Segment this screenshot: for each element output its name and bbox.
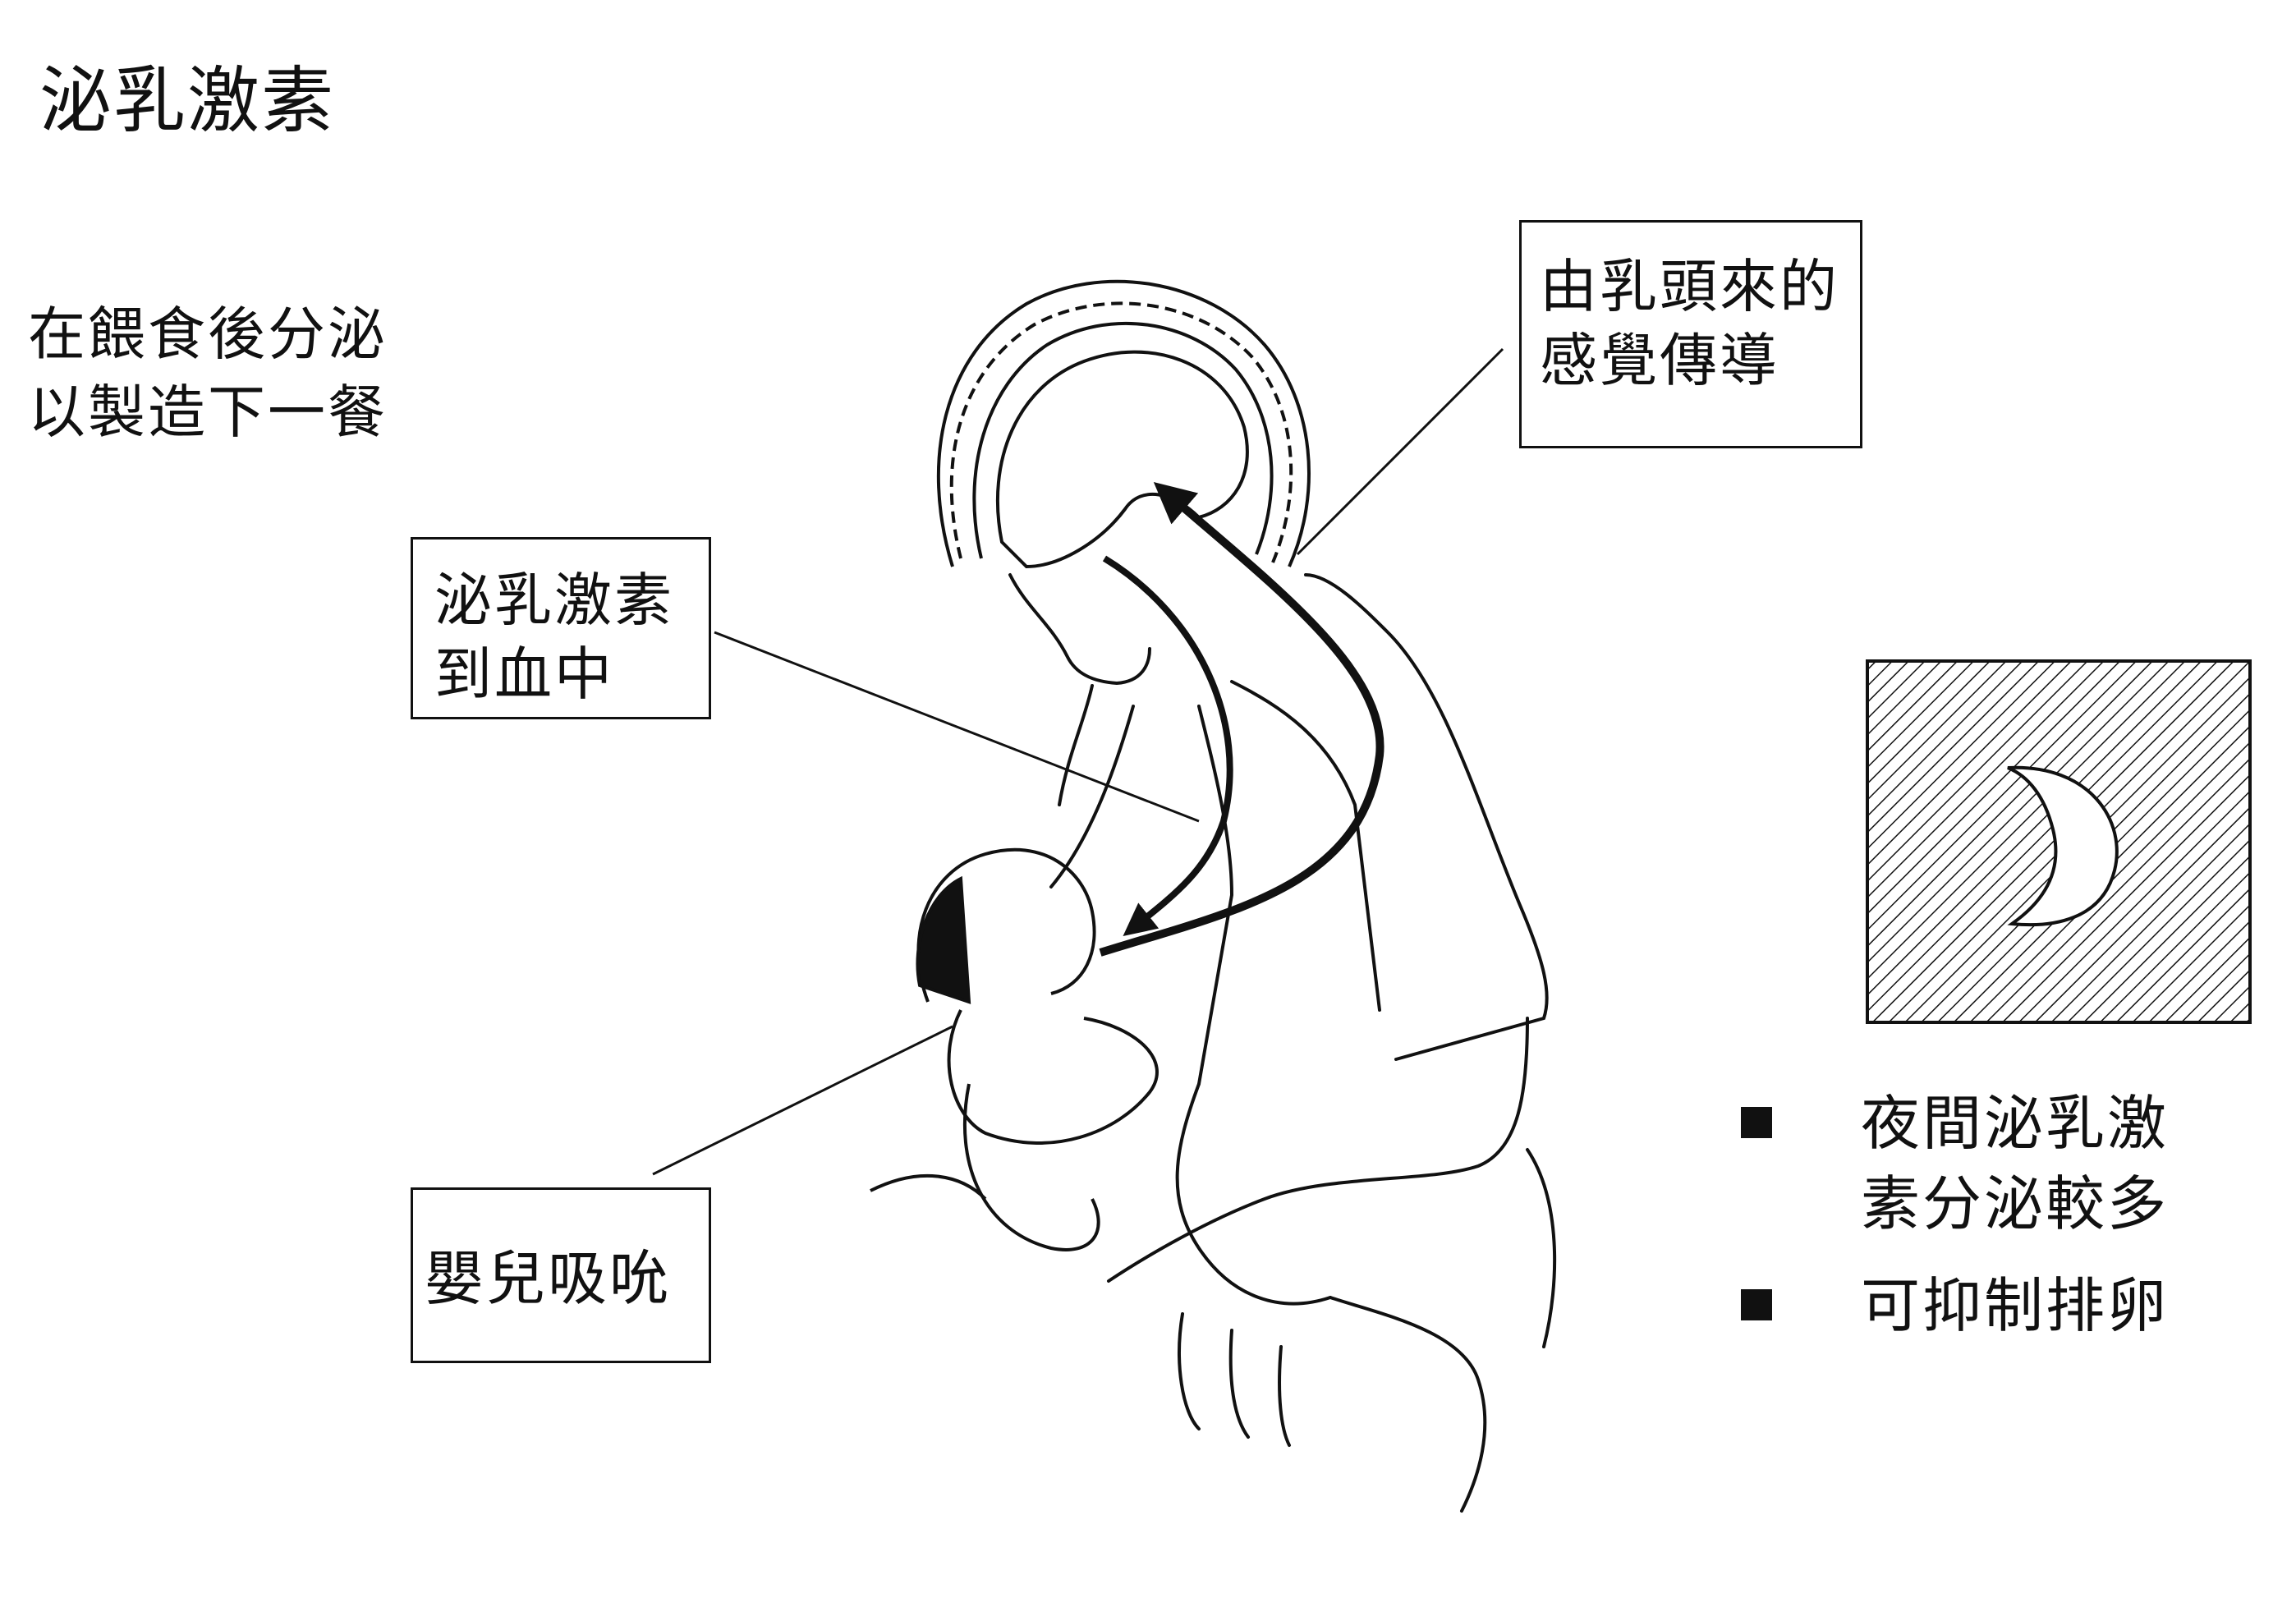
night-moon-panel	[1866, 659, 2252, 1024]
note-line-2: 以製造下一餐	[28, 379, 388, 447]
black-square-bullet-icon	[1741, 1107, 1772, 1138]
blood-label-line-1: 泌乳激素	[434, 567, 674, 634]
bullet-text: 可抑制排卵	[1861, 1270, 2170, 1340]
leader-lines	[652, 347, 1504, 1176]
list-item: 夜間泌乳激 素分泌較多	[1741, 1084, 2169, 1245]
sensory-label-box: 由乳頭來的 感覺傳導	[1519, 220, 1862, 448]
suckling-label: 嬰兒吸吮	[425, 1244, 672, 1313]
prolactin-arrow	[1102, 555, 1233, 936]
mother-hair	[936, 279, 1311, 567]
sensory-label-line-2: 感覺傳導	[1540, 326, 1779, 394]
sensory-arrow	[1099, 481, 1384, 957]
note-line-1: 在餵食後分泌	[28, 301, 388, 368]
night-effects-list: 夜間泌乳激 素分泌較多 可抑制排卵	[1741, 1084, 2169, 1368]
brain-outline	[995, 350, 1249, 569]
list-item: 可抑制排卵	[1741, 1266, 2169, 1347]
suckling-label-box: 嬰兒吸吮	[411, 1187, 711, 1363]
crescent-moon-icon	[2007, 765, 2119, 927]
secretion-note: 在餵食後分泌 以製造下一餐	[28, 296, 388, 452]
black-square-bullet-icon	[1741, 1288, 1772, 1320]
blood-label-line-2: 到血中	[434, 640, 614, 708]
blood-label-box: 泌乳激素 到血中	[411, 537, 711, 719]
baby-figure	[870, 847, 1159, 1251]
page-title: 泌乳激素	[39, 58, 336, 143]
mother-figure	[1008, 573, 1557, 1513]
bullet-text: 夜間泌乳激 素分泌較多	[1861, 1089, 2170, 1238]
sensory-label-line-1: 由乳頭來的	[1540, 253, 1839, 320]
